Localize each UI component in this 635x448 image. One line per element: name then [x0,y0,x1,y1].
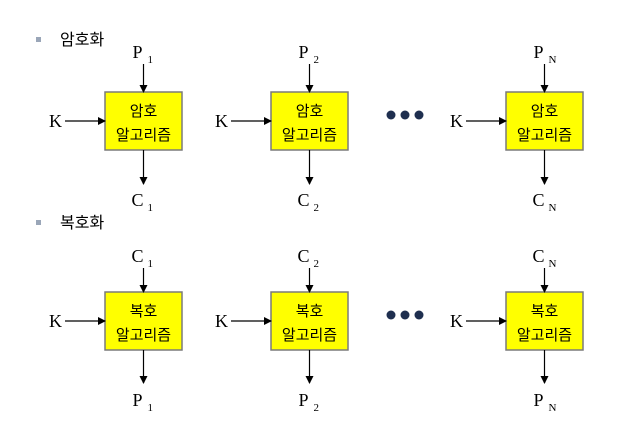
decrypt-input-subscript: N [549,258,557,270]
encrypt-bullet [36,37,41,42]
decrypt-output-label: P [533,390,543,410]
decrypt-box-line1: 복호 [296,302,324,320]
decrypt-output-subscript: N [549,402,557,414]
encrypt-output-subscript: 2 [314,202,320,214]
decrypt-output-label: P [298,390,308,410]
encrypt-output-label: C [297,190,309,210]
encrypt-box-line2: 알고리즘 [517,126,572,144]
encrypt-algorithm-box [104,91,183,151]
decrypt-input-label: C [297,246,309,266]
encrypt-box-line1: 암호 [130,102,158,120]
decrypt-box-line1: 복호 [130,302,158,320]
decrypt-box-line2: 알고리즘 [282,326,337,344]
decrypt-box-line2: 알고리즘 [116,326,171,344]
decrypt-box-line2: 알고리즘 [517,326,572,344]
encrypt-input-subscript: N [549,54,557,66]
decrypt-bullet [36,220,41,225]
encrypt-input-label: P [298,42,308,62]
decrypt-input-subscript: 1 [148,258,154,270]
encrypt-section-title: 암호화 [60,30,104,49]
decrypt-key-label: K [49,311,62,331]
encrypt-input-label: P [533,42,543,62]
encrypt-input-subscript: 2 [314,54,320,66]
encrypt-input-subscript: 1 [148,54,154,66]
decrypt-output-subscript: 2 [314,402,320,414]
decrypt-ellipsis [386,310,424,320]
decrypt-input-subscript: 2 [314,258,320,270]
encrypt-box-line1: 암호 [531,102,559,120]
decrypt-output-label: P [132,390,142,410]
encrypt-key-label: K [450,111,463,131]
encrypt-output-subscript: N [549,202,557,214]
encrypt-box-line2: 알고리즘 [282,126,337,144]
encrypt-output-subscript: 1 [148,202,154,214]
encrypt-key-label: K [215,111,228,131]
encrypt-output-label: C [131,190,143,210]
decrypt-input-label: C [131,246,143,266]
encrypt-ellipsis [386,110,424,120]
encrypt-box-line2: 알고리즘 [116,126,171,144]
decrypt-key-label: K [450,311,463,331]
encrypt-box-line1: 암호 [296,102,324,120]
decrypt-box-line1: 복호 [531,302,559,320]
decrypt-section-title: 복호화 [60,213,104,232]
encrypt-algorithm-box [505,91,584,151]
decrypt-key-label: K [215,311,228,331]
encrypt-output-label: C [532,190,544,210]
encrypt-input-label: P [132,42,142,62]
encrypt-key-label: K [49,111,62,131]
decrypt-output-subscript: 1 [148,402,154,414]
decrypt-input-label: C [532,246,544,266]
